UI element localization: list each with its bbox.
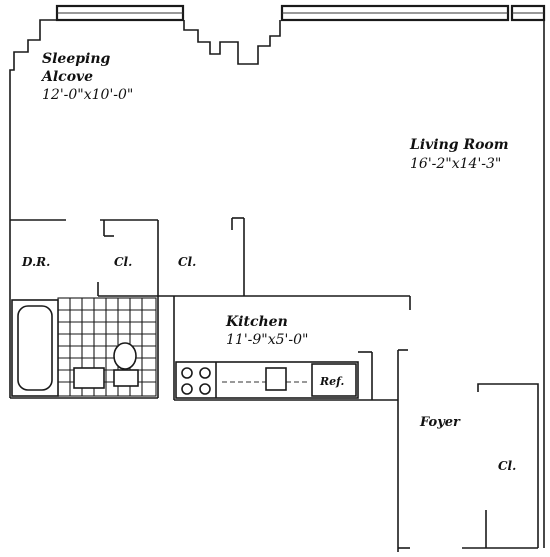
refrigerator-label: Ref. (319, 375, 344, 388)
bathroom-tile-floor (57, 297, 157, 397)
refrigerator-icon (311, 363, 357, 397)
kitchen-label: Kitchen (225, 314, 288, 330)
exterior-walls (9, 19, 545, 548)
closet-3-label: Cl. (498, 459, 516, 473)
sleeping-alcove-size: 12'-0"x10'-0" (42, 87, 133, 103)
sleeping-alcove-label-line2: Alcove (40, 69, 93, 85)
sleeping-alcove-label-line1: Sleeping (42, 51, 111, 67)
sink-icon (73, 367, 105, 389)
foyer-label: Foyer (419, 415, 461, 430)
stove-icon (181, 367, 211, 395)
living-room-size: 16'-2"x14'-3" (410, 156, 501, 172)
bathtub-icon (11, 299, 59, 397)
closet-2-label: Cl. (178, 255, 196, 269)
dining-room-label: D.R. (21, 255, 50, 269)
closet-1-label: Cl. (114, 255, 132, 269)
toilet-icon (113, 342, 139, 387)
interior-walls (9, 217, 411, 552)
foyer-closet-walls (398, 383, 539, 549)
living-room-label: Living Room (409, 137, 509, 153)
kitchen-size: 11'-9"x5'-0" (226, 332, 308, 348)
top-window-band (55, 4, 546, 22)
